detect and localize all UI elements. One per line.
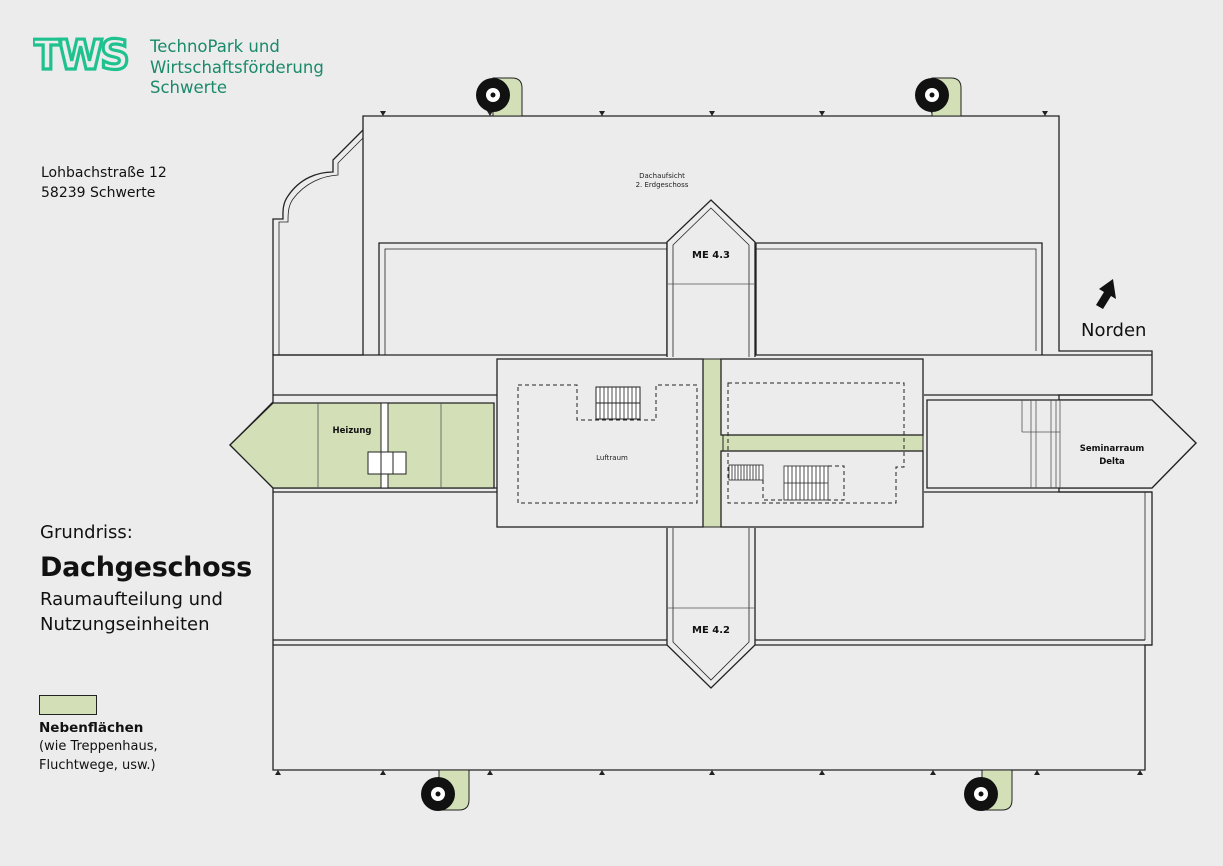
fan-bottom-left	[421, 769, 470, 811]
room-me43-inner	[672, 207, 750, 357]
heating-unit	[367, 451, 407, 475]
room-heizung-label: Heizung	[333, 426, 372, 436]
room-me42-inner	[672, 528, 750, 681]
room-seminar-label-1: Seminarraum	[1080, 444, 1145, 454]
legend: Nebenflächen (wie Treppenhaus, Fluchtweg…	[39, 695, 158, 775]
plan-label: Grundriss:	[40, 522, 133, 543]
org-line-3: Schwerte	[150, 78, 228, 97]
stairs-right-2	[783, 465, 829, 501]
org-line-2: Wirtschaftsförderung	[150, 57, 324, 77]
room-seminar-outline	[926, 399, 1197, 489]
seminar-stairwell	[1021, 400, 1061, 488]
fan-top-left	[476, 77, 523, 117]
room-luftraum-label: Luftraum	[596, 454, 628, 462]
plan-title: Dachgeschoss	[40, 552, 252, 583]
roof-view-label-1: Dachaufsicht	[639, 172, 685, 180]
stair-dashed	[762, 465, 845, 501]
upper-block-inner	[384, 248, 1037, 355]
address-street: Lohbachstraße 12	[41, 165, 167, 181]
plan-heading: Grundriss: Dachgeschoss Raumaufteilung u…	[40, 521, 252, 637]
roof-view-label-2: 2. Erdgeschoss	[636, 181, 689, 189]
stairs-luftraum	[595, 386, 641, 420]
legend-desc-2: Fluchtwege, usw.)	[39, 758, 156, 773]
org-line-1: TechnoPark und	[150, 37, 280, 56]
edge-markers	[275, 111, 1143, 775]
heizung-area	[229, 402, 495, 489]
plan-subtitle-1: Raumaufteilung und	[40, 589, 223, 610]
room-seminar-label-2: Delta	[1099, 457, 1125, 467]
duct	[380, 402, 389, 489]
legend-swatch	[39, 695, 97, 715]
address-city: 58239 Schwerte	[41, 185, 156, 201]
legend-title: Nebenflächen	[39, 720, 144, 736]
fan-top-right	[915, 77, 962, 117]
right-dashed	[727, 382, 905, 504]
cross-corridor	[722, 434, 924, 452]
fan-bottom-right	[964, 769, 1013, 811]
wall-line	[272, 492, 1146, 640]
organization-name: TechnoPark und Wirtschaftsförderung Schw…	[150, 37, 324, 99]
room-me43-label: ME 4.3	[692, 250, 730, 261]
plan-subtitle-2: Nutzungseinheiten	[40, 614, 210, 635]
room-me42-label: ME 4.2	[692, 625, 730, 636]
north-label: Norden	[1081, 320, 1146, 341]
gable-outline	[272, 129, 364, 355]
tws-logo: TWS	[33, 36, 132, 74]
luftraum-dashed	[517, 384, 698, 504]
room-me43-outline	[666, 199, 756, 357]
address: Lohbachstraße 12 58239 Schwerte	[41, 163, 167, 203]
wall-line	[273, 639, 1152, 646]
north-arrow-icon	[1096, 279, 1116, 309]
right-upper-block	[720, 358, 924, 436]
central-corridor	[702, 358, 724, 528]
room-luftraum-outline	[496, 358, 704, 528]
legend-desc-1: (wie Treppenhaus,	[39, 739, 158, 754]
logo-mark: TWS	[33, 36, 127, 74]
stairs-right-1	[728, 464, 764, 481]
gable-inner	[278, 137, 364, 355]
